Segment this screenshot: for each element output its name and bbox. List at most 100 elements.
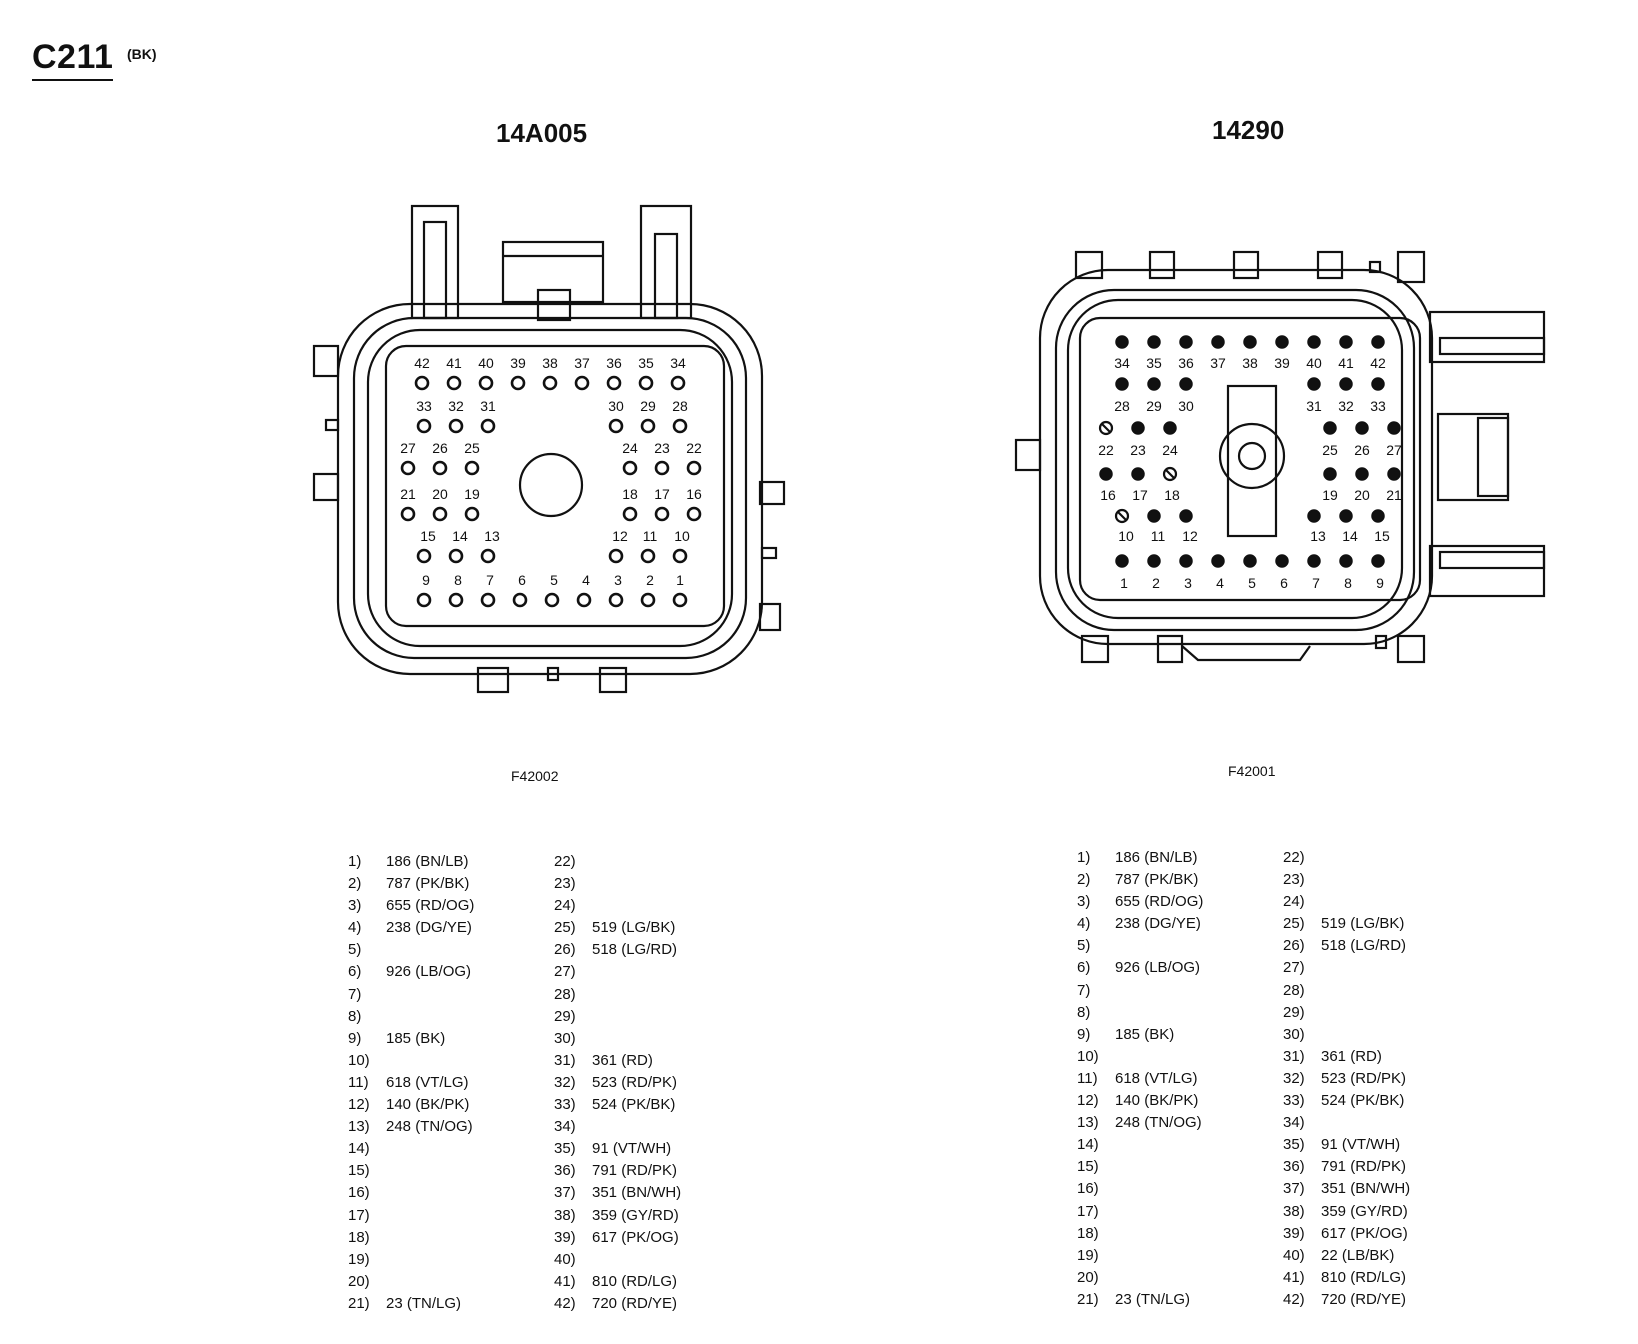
pin-circuit: 351 (BN/WH)	[1321, 1180, 1411, 1198]
pin-row: 36)791 (RD/PK)	[1283, 1156, 1483, 1178]
pin-table-right-col-1: 1)186 (BN/LB)2)787 (PK/BK)3)655 (RD/OG)4…	[1077, 847, 1277, 1311]
pin-row: 25)519 (LG/BK)	[554, 917, 754, 939]
svg-text:13: 13	[1310, 528, 1326, 544]
pin-row: 30)	[1283, 1024, 1483, 1046]
pin-circuit: 518 (LG/RD)	[1321, 937, 1407, 955]
pin-number: 26)	[554, 941, 576, 959]
pin-number: 24)	[1283, 893, 1305, 911]
svg-text:42: 42	[414, 355, 430, 371]
pin-circuit: 618 (VT/LG)	[1115, 1069, 1198, 1087]
svg-text:26: 26	[432, 440, 448, 456]
pin-circuit: 140 (BK/PK)	[1115, 1092, 1199, 1110]
pin-row: 2)787 (PK/BK)	[1077, 869, 1277, 891]
svg-text:39: 39	[1274, 355, 1290, 371]
pin-circuit: 617 (PK/OG)	[1321, 1224, 1408, 1242]
pin-row: 8)	[348, 1006, 548, 1028]
pin-number: 41)	[1283, 1268, 1305, 1286]
pin-row: 29)	[1283, 1002, 1483, 1024]
pin-number: 34)	[1283, 1114, 1305, 1132]
pin-row: 42)720 (RD/YE)	[1283, 1289, 1483, 1311]
svg-text:33: 33	[416, 398, 432, 414]
pin-row: 30)	[554, 1028, 754, 1050]
pin-circuit: 926 (LB/OG)	[386, 963, 472, 981]
svg-text:28: 28	[1114, 398, 1130, 414]
pin-number: 19)	[1077, 1246, 1099, 1264]
svg-text:16: 16	[686, 486, 702, 502]
pin-row: 33)524 (PK/BK)	[1283, 1090, 1483, 1112]
svg-text:35: 35	[638, 355, 654, 371]
connector-left-label: 14A005	[496, 118, 588, 148]
pin-circuit: 248 (TN/OG)	[1115, 1114, 1202, 1132]
pin-number: 31)	[1283, 1047, 1305, 1065]
pin-number: 29)	[1283, 1003, 1305, 1021]
pin-row: 10)	[1077, 1046, 1277, 1068]
pin-row: 25) 519 (LG/BK)	[1283, 913, 1483, 935]
svg-text:6: 6	[518, 572, 526, 588]
pin-row: 15)	[348, 1160, 548, 1182]
pin-row: 32)523 (RD/PK)	[554, 1072, 754, 1094]
pin-number: 3)	[348, 897, 362, 915]
pin-number: 2)	[348, 875, 362, 893]
pin-number: 1)	[348, 853, 362, 870]
pin-number: 25)	[1283, 915, 1305, 933]
svg-text:4: 4	[1216, 575, 1224, 591]
svg-text:22: 22	[1098, 442, 1114, 458]
pin-circuit: 359 (GY/RD)	[1321, 1202, 1408, 1220]
svg-text:25: 25	[1322, 442, 1338, 458]
pin-circuit: 791 (RD/PK)	[592, 1162, 678, 1180]
pin-number: 8)	[348, 1007, 362, 1025]
pin-number: 41)	[554, 1272, 576, 1290]
svg-text:40: 40	[478, 355, 494, 371]
connector-right-plugged-pins	[1098, 420, 1178, 524]
pin-row: 38)359 (GY/RD)	[1283, 1201, 1483, 1223]
svg-text:14: 14	[452, 528, 468, 544]
pin-row: 22)	[1283, 847, 1483, 869]
pin-number: 18)	[348, 1228, 370, 1246]
pin-circuit: 720 (RD/YE)	[1321, 1290, 1407, 1308]
pin-number: 7)	[1077, 981, 1091, 999]
pin-row: 31)361 (RD)	[554, 1050, 754, 1072]
pin-number: 3)	[1077, 893, 1091, 911]
svg-text:24: 24	[622, 440, 638, 456]
pin-circuit: 523 (RD/PK)	[592, 1073, 678, 1091]
pin-number: 19)	[348, 1250, 370, 1268]
pin-row: 21)23 (TN/LG)	[348, 1293, 548, 1315]
pin-circuit: 140 (BK/PK)	[386, 1096, 470, 1114]
pin-number: 32)	[1283, 1069, 1305, 1087]
svg-text:12: 12	[1182, 528, 1198, 544]
pin-circuit: 359 (GY/RD)	[592, 1206, 679, 1224]
pin-row: 20)	[348, 1271, 548, 1293]
pin-circuit: 524 (PK/BK)	[592, 1096, 676, 1114]
pin-circuit: 655 (RD/OG)	[1115, 893, 1204, 911]
pin-number: 36)	[554, 1162, 576, 1180]
svg-text:13: 13	[484, 528, 500, 544]
pin-number: 9)	[1077, 1025, 1091, 1043]
pin-row: 33) 524 (PK/BK)	[554, 1094, 754, 1116]
pin-row: 2)787 (PK/BK)	[348, 873, 548, 895]
pin-number: 1)	[1077, 849, 1091, 866]
svg-text:4: 4	[582, 572, 590, 588]
pin-row: 14)	[1077, 1134, 1277, 1156]
pin-table-left-col-2: 22)23)24)25)519 (LG/BK)26)518 (LG/RD)27)…	[554, 851, 754, 1315]
pin-circuit: 238 (DG/YE)	[386, 919, 472, 937]
svg-text:15: 15	[420, 528, 436, 544]
figure-id-left: F42002	[511, 768, 559, 784]
pin-row: 11)618 (VT/LG)	[1077, 1068, 1277, 1090]
pin-row: 7)	[1077, 980, 1277, 1002]
svg-text:18: 18	[1164, 487, 1180, 503]
svg-text:8: 8	[454, 572, 462, 588]
svg-text:31: 31	[1306, 398, 1322, 414]
pin-row: 1)186 (BN/LB)	[1077, 847, 1277, 869]
pin-number: 30)	[554, 1029, 576, 1047]
pin-number: 24)	[554, 897, 576, 915]
pin-row: 24)	[1283, 891, 1483, 913]
pin-row: 26)518 (LG/RD)	[1283, 935, 1483, 957]
pin-row: 37)351 (BN/WH)	[554, 1182, 754, 1204]
svg-text:41: 41	[1338, 355, 1354, 371]
pin-circuit: 926 (LB/OG)	[1115, 959, 1201, 977]
pin-circuit: 519 (LG/BK)	[1321, 915, 1405, 933]
pin-number: 33)	[554, 1096, 576, 1114]
pin-circuit: 524 (PK/BK)	[1321, 1092, 1405, 1110]
